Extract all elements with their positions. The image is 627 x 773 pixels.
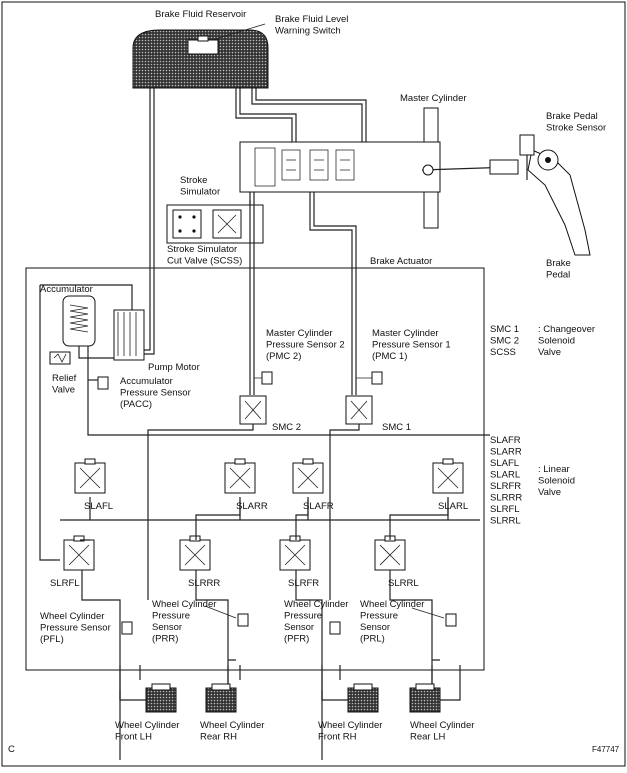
wheel-cylinder-3 xyxy=(347,683,379,713)
slrrr-label: SLRRR xyxy=(188,578,220,589)
reservoir-lines xyxy=(118,88,367,355)
smc1-label: SMC 1 xyxy=(382,422,411,433)
accumulator-lines xyxy=(39,284,490,561)
corner-letter: C xyxy=(8,744,15,755)
wheel-pressure-sensors xyxy=(121,613,457,635)
brake-fluid-reservoir xyxy=(132,29,269,89)
valve-slafl xyxy=(74,458,106,494)
wheel-cylinder-1 xyxy=(145,683,177,713)
smc2-label: SMC 2 xyxy=(272,422,301,433)
relief-valve xyxy=(49,351,71,365)
valve-slarr xyxy=(224,458,256,494)
valve-slrfr xyxy=(279,535,311,571)
slafr-label: SLAFR xyxy=(303,501,334,512)
reservoir-label: Brake Fluid Reservoir xyxy=(155,9,246,20)
upper-valves xyxy=(74,458,464,494)
slrfl-label: SLRFL xyxy=(50,578,80,589)
valve-slrrl xyxy=(374,535,406,571)
accumulator-label: Accumulator xyxy=(40,284,93,295)
accumulator-pressure-sensor xyxy=(97,376,109,390)
wheel-cylinder-2 xyxy=(205,683,237,713)
slarl-label: SLARL xyxy=(438,501,468,512)
slarr-label: SLARR xyxy=(236,501,268,512)
brake-actuator-label: Brake Actuator xyxy=(370,256,432,267)
slrrl-label: SLRRL xyxy=(388,578,419,589)
accumulator xyxy=(62,295,96,347)
pump-motor-label: Pump Motor xyxy=(148,362,200,373)
master-cylinder-label: Master Cylinder xyxy=(400,93,467,104)
pmc-sensors xyxy=(254,371,383,385)
wheel-cylinder-4 xyxy=(409,683,441,713)
leader-lines xyxy=(204,23,445,619)
slafl-label: SLAFL xyxy=(84,501,113,512)
valve-slafr xyxy=(292,458,324,494)
brake-pedal-assembly xyxy=(421,134,591,256)
stroke-simulator xyxy=(166,200,264,244)
smc-output-lines xyxy=(147,424,360,600)
master-cylinder-lines xyxy=(249,192,357,395)
slrfr-label: SLRFR xyxy=(288,578,319,589)
smc-valves xyxy=(239,395,373,425)
figure-id: F47747 xyxy=(592,745,620,754)
pump-motor xyxy=(113,309,145,361)
valve-slrfl xyxy=(63,535,95,571)
wheel-cylinders xyxy=(145,683,441,713)
valve-slrrr xyxy=(179,535,211,571)
valve-slarl xyxy=(432,458,464,494)
